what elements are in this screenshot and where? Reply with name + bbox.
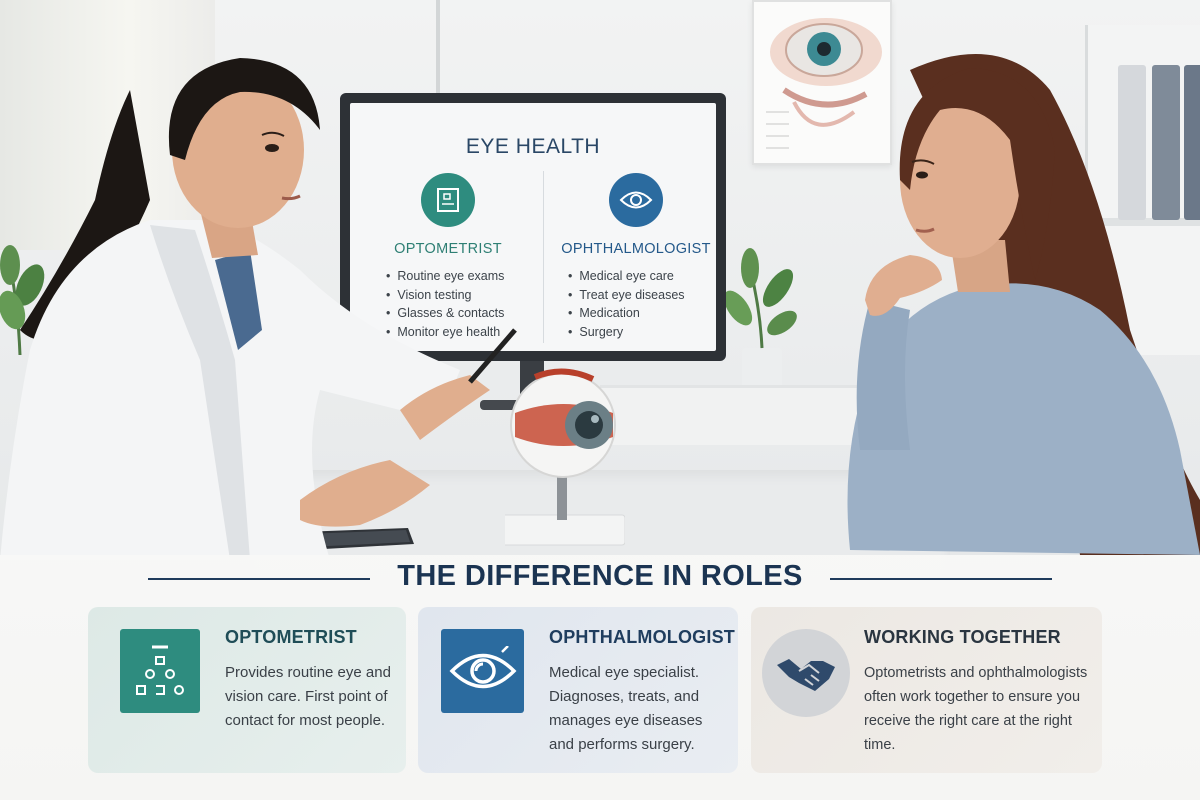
screen-list-optometrist: Routine eye exams Vision testing Glasses… (358, 267, 538, 341)
screen-column-optometrist: OPTOMETRIST Routine eye exams Vision tes… (358, 173, 538, 341)
eye-chart-icon (421, 173, 475, 227)
eye-chart-icon (120, 629, 200, 713)
phone (300, 528, 414, 550)
card-text: Medical eye specialist. Diagnoses, treat… (549, 664, 703, 753)
monitor-screen: EYE HEALTH OPTOMETRIST Routine eye exams… (350, 103, 716, 351)
card-title: WORKING TOGETHER (864, 627, 1061, 647)
screen-divider (543, 171, 544, 343)
plant-left (0, 245, 45, 355)
shelf-board (1085, 218, 1200, 226)
plant-right (723, 248, 797, 393)
card-working-together: WORKING TOGETHER Optometrists and ophtha… (751, 607, 1102, 773)
list-item: Treat eye diseases (568, 286, 726, 305)
card-title: OPTOMETRIST (225, 627, 357, 647)
screen-title: EYE HEALTH (465, 135, 601, 158)
patient (847, 54, 1200, 555)
binder (1118, 65, 1146, 220)
list-item: Monitor eye health (386, 323, 538, 342)
wall-trim (436, 0, 440, 95)
eye-icon (441, 629, 524, 713)
handshake-icon (762, 629, 850, 717)
card-text: Provides routine eye and vision care. Fi… (225, 664, 391, 729)
screen-heading-ophthalmologist: OPHTHALMOLOGIST (561, 241, 711, 257)
binder (1184, 65, 1200, 220)
monitor: EYE HEALTH OPTOMETRIST Routine eye exams… (340, 93, 726, 361)
list-item: Surgery (568, 323, 726, 342)
eye-icon (609, 173, 663, 227)
list-item: Glasses & contacts (386, 304, 538, 323)
eye-anatomy-poster (752, 0, 892, 165)
card-title: OPHTHALMOLOGIST (549, 627, 735, 647)
back-desk (600, 385, 900, 445)
doctor (0, 58, 517, 560)
binder (1152, 65, 1180, 220)
card-text: Optometrists and ophthalmologists often … (864, 665, 1088, 753)
screen-heading-optometrist: OPTOMETRIST (394, 241, 502, 257)
title-rule-left (148, 578, 370, 580)
list-item: Medical eye care (568, 267, 726, 286)
panel-title: THE DIFFERENCE IN ROLES (397, 560, 803, 592)
card-ophthalmologist: OPHTHALMOLOGIST Medical eye specialist. … (418, 607, 738, 773)
screen-list-ophthalmologist: Medical eye care Treat eye diseases Medi… (546, 267, 726, 341)
card-optometrist: OPTOMETRIST Provides routine eye and vis… (88, 607, 406, 773)
eye-model (505, 368, 625, 546)
list-item: Medication (568, 304, 726, 323)
list-item: Routine eye exams (386, 267, 538, 286)
list-item: Vision testing (386, 286, 538, 305)
screen-column-ophthalmologist: OPHTHALMOLOGIST Medical eye care Treat e… (546, 173, 726, 341)
title-rule-right (830, 578, 1052, 580)
